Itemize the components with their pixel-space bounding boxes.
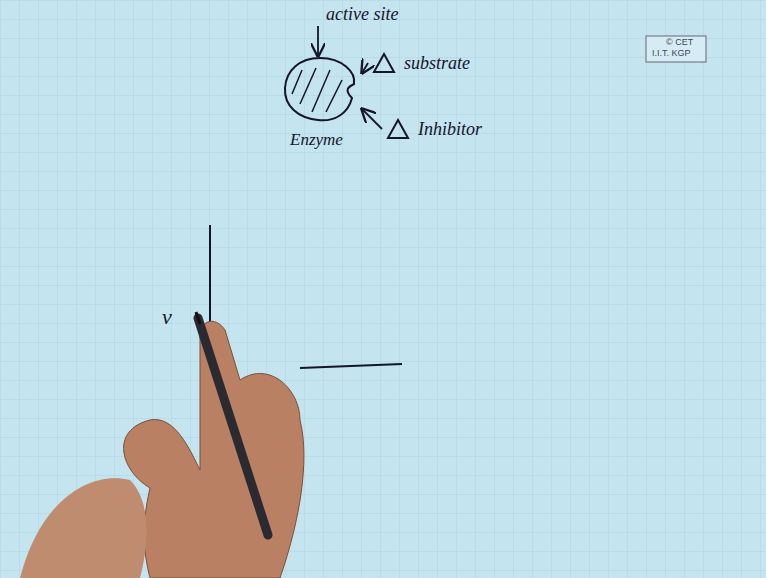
inhibitor-node: Inhibitor [386, 118, 486, 140]
stamp-box [646, 36, 706, 62]
axis-label: v [162, 304, 172, 330]
triangle-shape [386, 118, 410, 140]
x-axis [300, 364, 402, 368]
active-site-leader [317, 26, 319, 56]
enzyme-outline [285, 58, 354, 120]
hatch-line [326, 80, 342, 112]
hatch-line [312, 70, 330, 112]
triangle-shape [372, 52, 396, 74]
arrow-connector [362, 63, 368, 73]
stamp-text: © CET [666, 37, 693, 47]
enzyme-node: Enzyme [280, 54, 360, 150]
other-hand [20, 478, 147, 578]
node-label: substrate [396, 53, 474, 74]
stamp-text: I.I.T. KGP [652, 48, 691, 58]
substrate-node: substrate [372, 52, 474, 74]
pen [198, 318, 268, 535]
triangle-outline [388, 120, 408, 138]
triangle-outline [374, 54, 394, 72]
annotation: active site [326, 4, 398, 25]
enzyme-shape [280, 54, 360, 124]
arrow-connector [362, 109, 382, 129]
node-label: Enzyme [280, 130, 360, 150]
node-label: Inhibitor [410, 119, 486, 140]
hatch-line [292, 70, 302, 94]
pen-tip [196, 312, 200, 324]
hatch-line [300, 68, 316, 104]
